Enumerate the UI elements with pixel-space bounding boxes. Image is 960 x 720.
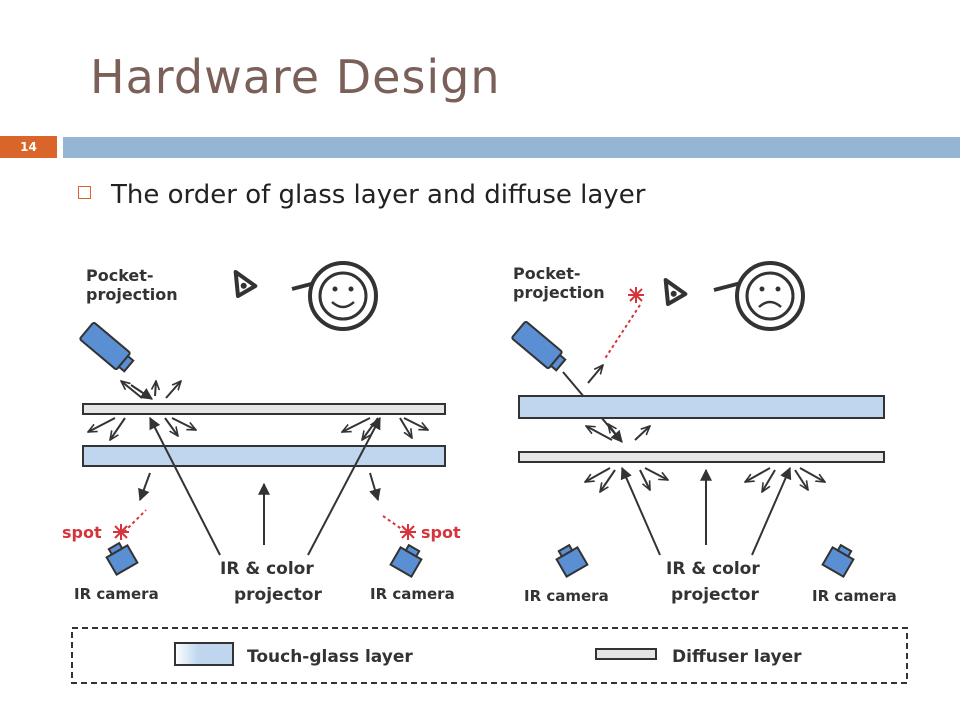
left-projector-arrows	[138, 416, 381, 556]
left-ir-camera-1	[105, 541, 139, 577]
right-projector-label-1: IR & color	[666, 559, 760, 579]
legend-diffuser-swatch	[595, 648, 657, 660]
bullet-item: The order of glass layer and diffuse lay…	[78, 180, 645, 210]
happy-face-icon	[291, 261, 378, 331]
left-pocket-projector	[79, 321, 135, 373]
sub-bullet-clipped	[95, 240, 435, 254]
right-diffuser-layer	[518, 451, 885, 463]
left-top-arrows	[121, 381, 181, 400]
spot-label-right: spot	[421, 523, 461, 542]
legend: Touch-glass layer Diffuser layer	[71, 627, 908, 684]
eye-icon	[233, 269, 258, 298]
right-spot-marker: spot	[382, 515, 461, 542]
right-scatter-arrows	[585, 467, 825, 492]
right-projector-arrows	[620, 466, 792, 556]
right-projector-label-2: projector	[671, 585, 759, 605]
legend-glass-swatch	[174, 642, 234, 666]
right-pocket-label-2: projection	[513, 283, 605, 302]
spot-label-left: spot	[62, 523, 102, 542]
right-pocket-projector	[511, 320, 567, 372]
left-ir-camera-label-1: IR camera	[74, 585, 159, 603]
page-number: 14	[0, 136, 57, 158]
left-diagram: Pocket- projection	[62, 261, 461, 605]
right-top-spot	[628, 287, 644, 303]
right-ir-camera-2	[821, 543, 855, 579]
legend-diffuser-label: Diffuser layer	[672, 647, 802, 667]
sad-face-icon	[713, 261, 805, 331]
right-diagram: Pocket- projection	[511, 261, 897, 605]
legend-glass-label: Touch-glass layer	[247, 647, 413, 667]
left-projector-label-1: IR & color	[220, 559, 314, 579]
left-projector-label-2: projector	[234, 585, 322, 605]
header-bar	[63, 137, 960, 158]
left-pocket-label-1: Pocket-	[86, 266, 154, 285]
left-ir-camera-label-2: IR camera	[370, 585, 455, 603]
slide-title: Hardware Design	[90, 50, 501, 104]
right-ir-camera-1	[555, 543, 589, 579]
left-ir-camera-2	[389, 543, 423, 579]
right-pocket-label-1: Pocket-	[513, 264, 581, 283]
left-diffuser-layer	[82, 403, 446, 415]
right-ir-camera-label-1: IR camera	[524, 587, 609, 605]
left-spot-marker: spot	[62, 509, 147, 542]
right-glass-layer	[518, 395, 885, 419]
left-scatter-arrows	[88, 417, 428, 440]
bullet-text: The order of glass layer and diffuse lay…	[111, 180, 646, 210]
left-glass-layer	[82, 445, 446, 467]
right-ir-camera-label-2: IR camera	[812, 587, 897, 605]
left-pocket-label-2: projection	[86, 285, 178, 304]
eye-icon	[663, 277, 688, 306]
bullet-square-icon	[78, 186, 91, 199]
